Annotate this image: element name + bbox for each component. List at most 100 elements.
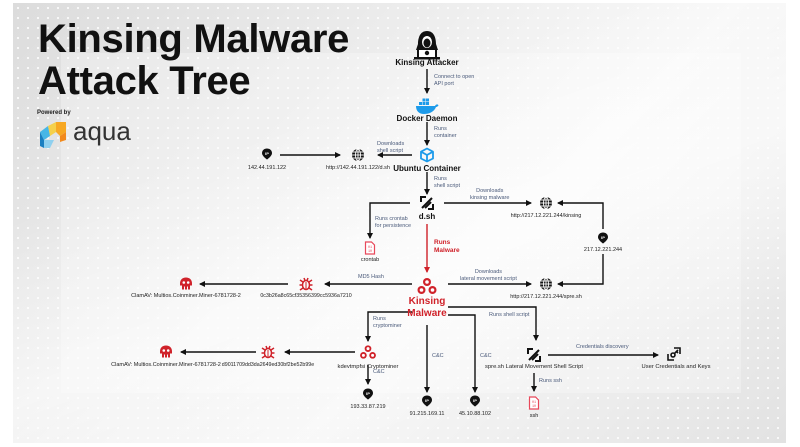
edge-label-cc-miner: C&C: [373, 369, 385, 376]
edge-label-line: Runs ssh: [539, 378, 562, 384]
edge-label-line: Runs shell script: [489, 312, 530, 318]
clamav-icon[interactable]: [179, 277, 193, 291]
edge-label-line: Malware: [434, 247, 460, 254]
edge-label-line: MD5 Hash: [358, 274, 384, 280]
creds-label: User Credentials and Keys: [641, 364, 711, 370]
svg-text:IP: IP: [601, 235, 605, 240]
edge-malware-spre: [448, 306, 539, 341]
kinsing-label-line-2: Malware: [407, 308, 447, 319]
url-spre-label: http://217.12.221.244/spre.sh: [510, 294, 582, 300]
edge-label-line: C&C: [480, 353, 492, 359]
edge-label-line: lateral movement script: [460, 276, 517, 282]
edge-label-credentials: Credentials discovery: [576, 344, 629, 351]
edge-label-cc-2: C&C: [480, 353, 492, 360]
edge-malware-cc2: [448, 314, 478, 393]
globe-icon[interactable]: [539, 196, 553, 210]
bug-icon[interactable]: [261, 345, 275, 359]
hash2-label: d9011709dd3da2649ed30bf2be52b99e: [221, 362, 315, 368]
edge-label-cc-1: C&C: [432, 353, 444, 360]
url-dsh-label: http://142.44.191.122/d.sh: [326, 165, 390, 171]
edge-ip217-kinsing-url: [557, 200, 604, 229]
svg-text:IP: IP: [265, 151, 269, 156]
powered-by-label: Powered by: [37, 110, 71, 116]
ip-217-label: 217.12.221.244: [583, 247, 623, 253]
edge-label-line: Connect to open: [434, 74, 475, 80]
background-sheen: [13, 3, 786, 443]
ip-142-label: 142.44.191.122: [247, 165, 287, 171]
edge-label-line: Runs: [373, 316, 386, 322]
docker-label: Docker Daemon: [396, 114, 458, 123]
svg-text:IP: IP: [425, 398, 429, 403]
hacker-icon[interactable]: [414, 30, 440, 60]
svg-text:10: 10: [532, 405, 536, 409]
bug-icon[interactable]: [299, 277, 313, 291]
ubuntu-label: Ubuntu Container: [393, 164, 461, 173]
edge-ip217-spre-url: [557, 254, 604, 287]
docker-icon[interactable]: [415, 98, 439, 114]
dsh-label: d.sh: [418, 212, 436, 221]
svg-text:IP: IP: [473, 398, 477, 403]
edge-label-line: shell script: [434, 183, 460, 189]
diagram-background: [13, 3, 786, 443]
globe-icon[interactable]: [539, 277, 553, 291]
clamav-icon[interactable]: [159, 345, 173, 359]
edge-label-line: Downloads: [476, 188, 504, 194]
edge-label-line: API port: [434, 81, 454, 87]
biohazard-icon[interactable]: [360, 345, 377, 360]
edge-label-line: Runs: [434, 239, 451, 246]
edge-dsh-crontab: [367, 202, 410, 239]
shell-script-icon[interactable]: [420, 196, 434, 210]
ip-pin-icon[interactable]: IP: [598, 232, 608, 244]
title-line-1: Kinsing Malware: [38, 17, 350, 61]
kinsing-malware-label: Kinsing Malware: [407, 296, 446, 320]
cryptominer-label: kdevtmpfsi Cryptominer: [337, 364, 399, 370]
edge-label-line: Runs crontab: [375, 216, 408, 222]
edge-label-line: cryptominer: [373, 323, 402, 329]
globe-icon[interactable]: [351, 148, 365, 162]
edge-label-line: container: [434, 133, 457, 139]
clamav1-label: ClamAV: Multios.Coinminer.Miner-6781728-…: [131, 293, 241, 299]
edge-label-line: Credentials discovery: [576, 344, 629, 350]
svg-text:01: 01: [532, 401, 536, 405]
container-cube-icon[interactable]: [420, 147, 434, 163]
ssh-label: ssh: [529, 413, 539, 419]
edge-label-line: Downloads: [377, 141, 405, 147]
svg-text:10: 10: [368, 250, 372, 254]
attacker-label: Kinsing Attacker: [395, 58, 459, 67]
ip-pin-icon[interactable]: IP: [262, 148, 272, 160]
ip-pin-icon[interactable]: IP: [422, 395, 432, 407]
edge-label-runs-shell-script: Runs shell script: [489, 312, 529, 319]
hash1-label: 0c3b26a8c65cf35356399cc5936a7210: [260, 293, 352, 299]
biohazard-icon[interactable]: [417, 277, 437, 295]
ip-91-label: 91.215.169.11: [409, 411, 445, 417]
ip-pin-icon[interactable]: IP: [470, 395, 480, 407]
edge-label-line: for persistence: [375, 223, 412, 229]
ip-45-label: 45.10.88.102: [458, 411, 492, 417]
edge-label-line: C&C: [373, 369, 385, 375]
edge-label-line: C&C: [432, 353, 444, 359]
kinsing-label-line-1: Kinsing: [408, 296, 446, 307]
page-title: Kinsing Malware Attack Tree: [38, 18, 349, 102]
edge-malware-miner: [365, 311, 412, 342]
shell-script-icon[interactable]: [527, 348, 541, 362]
title-line-2: Attack Tree: [38, 59, 251, 103]
ip-pin-icon[interactable]: IP: [363, 388, 373, 400]
edge-label-runs-ssh: Runs ssh: [539, 378, 562, 385]
edge-label-line: Runs: [434, 126, 447, 132]
aqua-logo-icon: [40, 122, 66, 148]
credentials-icon[interactable]: [667, 347, 681, 361]
edge-label-line: Runs: [434, 176, 447, 182]
svg-text:01: 01: [368, 246, 372, 250]
edge-label-line: Downloads: [474, 269, 503, 275]
svg-text:IP: IP: [366, 391, 370, 396]
